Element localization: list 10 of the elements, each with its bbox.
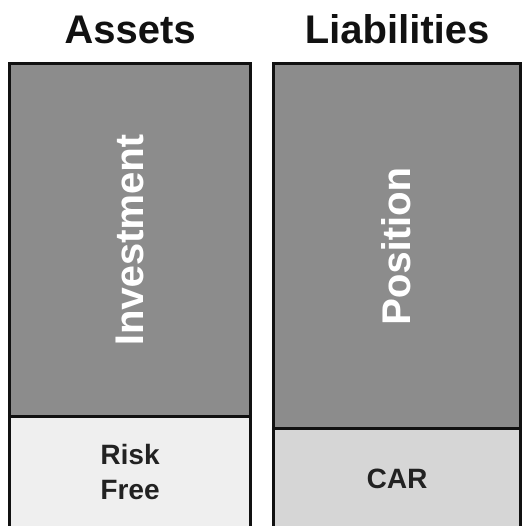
balance-section (11, 415, 249, 526)
balance-section (275, 65, 519, 427)
section-label: Investment (108, 134, 152, 346)
section-label: Risk Free (99, 438, 161, 507)
balance-section (11, 65, 249, 415)
section-label: CAR (366, 462, 428, 496)
section-label: Position (374, 167, 420, 325)
column-heading: Liabilities (304, 7, 490, 54)
balance-section (275, 427, 519, 526)
column-heading: Assets (63, 7, 197, 54)
